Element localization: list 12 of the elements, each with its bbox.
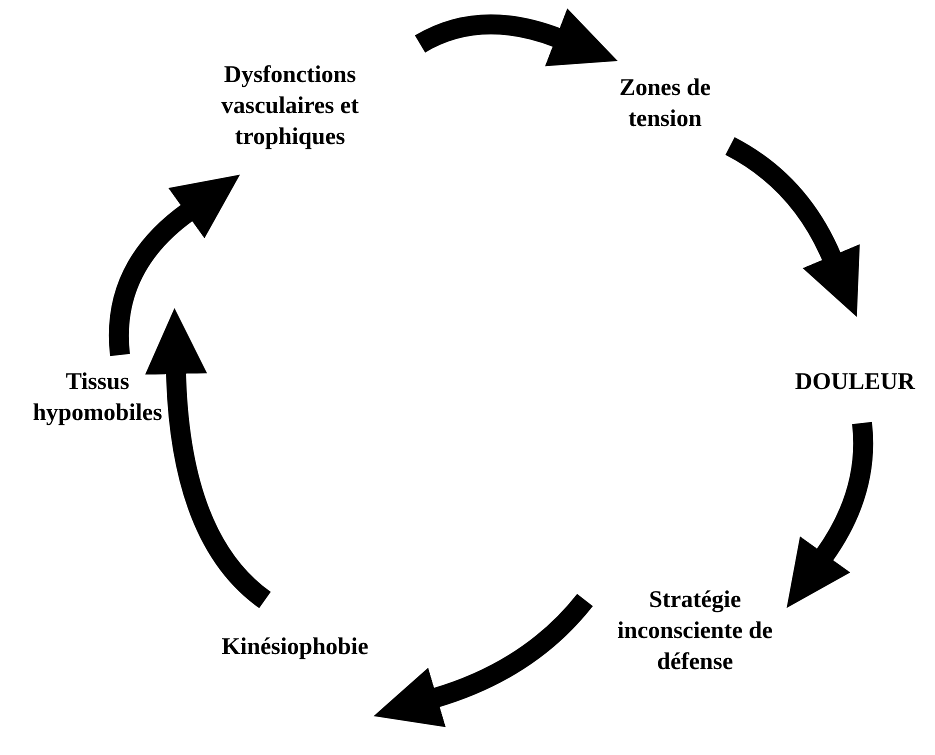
node-label: Dysfonctions vasculaires et trophiques xyxy=(220,61,360,152)
curved-arrow xyxy=(374,594,593,727)
curved-arrow xyxy=(145,308,272,608)
node-label: Tissus hypomobiles xyxy=(32,368,164,428)
curved-arrow xyxy=(788,422,874,609)
curved-arrow xyxy=(725,137,860,316)
node-label: DOULEUR xyxy=(794,368,916,397)
node-label: Zones de tension xyxy=(618,74,712,134)
node-label: Stratégie inconsciente de défense xyxy=(616,586,774,677)
curved-arrow xyxy=(415,8,618,67)
curved-arrow xyxy=(108,172,239,356)
node-label: Kinésiophobie xyxy=(220,633,370,662)
